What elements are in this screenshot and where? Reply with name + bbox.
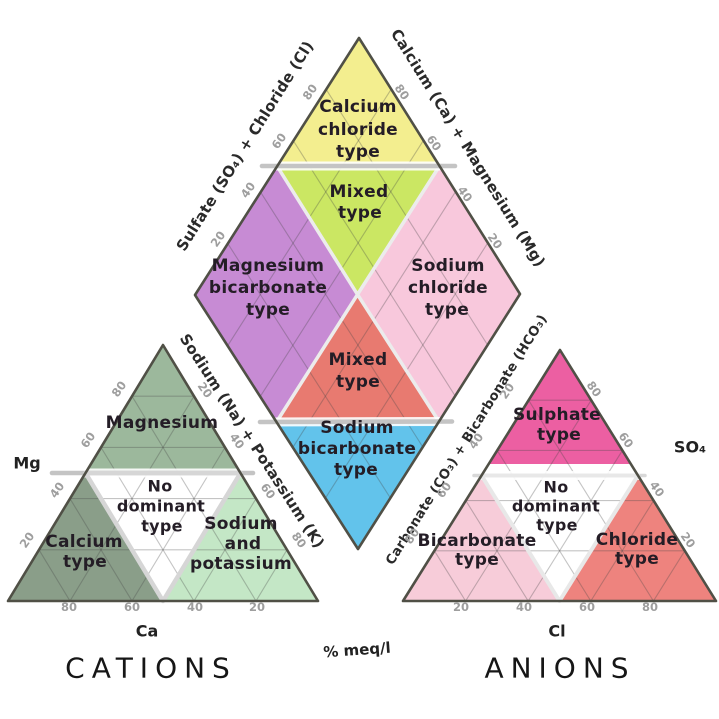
tick: 60 — [78, 429, 99, 450]
grid-line — [131, 395, 257, 601]
label-mixed-upper: Mixed — [330, 182, 389, 202]
anions-title: ANIONS — [484, 652, 635, 685]
divider-bar-lower — [257, 419, 455, 425]
mixed-lower-border — [275, 291, 441, 423]
anion-outline — [401, 348, 718, 603]
label-mixed-upper: type — [338, 203, 382, 223]
label-no-dominant-anion: dominant — [512, 497, 600, 516]
diamond-outline — [193, 36, 522, 551]
label-sodium-chloride: Sodium — [411, 256, 485, 276]
tick: 40 — [516, 600, 532, 614]
label-sodium-potassium: and — [225, 534, 262, 554]
region-chloride-type — [559, 475, 716, 601]
cation-triangle: Magnesium No dominant type Calcium type … — [6, 343, 320, 685]
region-calcium-type — [8, 473, 163, 601]
tick: 60 — [579, 600, 595, 614]
grid-line — [255, 549, 288, 601]
tick: 20 — [249, 600, 265, 614]
region-magnesium — [85, 345, 241, 473]
label-mixed-lower: type — [336, 372, 380, 392]
region-sulphate-type — [489, 350, 631, 464]
label-mixed-lower: Mixed — [329, 350, 388, 370]
label-sodium-potassium: potassium — [190, 554, 292, 574]
region-sodium-potassium — [163, 473, 318, 601]
label-sodium-bicarbonate: bicarbonate — [298, 439, 416, 459]
axis-ca: Ca — [136, 622, 159, 641]
tick: 60 — [269, 130, 290, 151]
label-sodium-bicarbonate: type — [334, 460, 378, 480]
grid-line — [528, 399, 654, 601]
label-sodium-potassium: Sodium — [204, 514, 278, 534]
anion-triangle: Sulphate type No dominant type Bicarbona… — [401, 348, 718, 685]
units-label: % meq/l — [323, 639, 392, 662]
label-calcium-chloride: type — [336, 142, 380, 162]
tick: 80 — [300, 81, 321, 102]
label-magnesium-bicarbonate: Magnesium — [212, 256, 325, 276]
no-dominant-border-cation — [83, 470, 243, 604]
label-sulphate: type — [537, 425, 581, 445]
label-sulphate: Sulphate — [513, 405, 601, 425]
grid-line — [465, 500, 529, 601]
tick: 80 — [61, 600, 77, 614]
region-calcium-chloride-type — [277, 38, 440, 166]
axis-cl: Cl — [548, 622, 565, 641]
label-no-dominant-cation: type — [141, 517, 183, 536]
label-bicarbonate: type — [455, 550, 499, 570]
label-chloride: Chloride — [596, 530, 678, 550]
label-no-dominant-anion: No — [544, 478, 569, 497]
label-calcium-type: type — [63, 552, 107, 572]
label-no-dominant-cation: dominant — [117, 497, 205, 516]
label-calcium-chloride: chloride — [318, 120, 398, 140]
tick: 40 — [238, 179, 259, 200]
grid-line — [193, 498, 257, 601]
grid-line — [465, 399, 592, 601]
cation-outline — [6, 343, 320, 603]
label-bicarbonate: Bicarbonate — [417, 531, 536, 551]
grid-line — [69, 498, 133, 601]
tick: 20 — [453, 600, 469, 614]
no-dominant-border-anion — [479, 473, 640, 603]
tick: 80 — [642, 600, 658, 614]
cations-title: CATIONS — [65, 652, 237, 685]
grid-line — [433, 550, 467, 601]
tick: 20 — [17, 529, 38, 550]
label-magnesium-bicarbonate: type — [246, 300, 290, 320]
region-mixed-type-upper — [277, 166, 440, 295]
grid-line — [38, 549, 71, 601]
label-sodium-bicarbonate: Sodium — [320, 418, 394, 438]
label-chloride: type — [615, 549, 659, 569]
label-magnesium: Magnesium — [106, 413, 219, 433]
label-magnesium-bicarbonate: bicarbonate — [209, 278, 327, 298]
region-bicarbonate-type — [403, 475, 560, 601]
tick: 40 — [187, 600, 203, 614]
grid-line — [69, 395, 195, 601]
label-calcium-type: Calcium — [45, 532, 123, 552]
region-sodium-bicarbonate-type — [276, 421, 439, 549]
label-no-dominant-cation: No — [148, 477, 173, 496]
tick: 40 — [47, 479, 68, 500]
axis-so4: SO₄ — [674, 438, 706, 457]
label-calcium-chloride: Calcium — [319, 97, 397, 117]
grid-line — [590, 500, 655, 601]
label-sodium-chloride: chloride — [408, 278, 488, 298]
region-mixed-type-lower — [276, 294, 439, 422]
axis-mg: Mg — [13, 454, 40, 473]
tick: 80 — [109, 378, 130, 399]
label-sodium-chloride: type — [425, 300, 469, 320]
tick: 60 — [124, 600, 140, 614]
label-no-dominant-anion: type — [536, 516, 578, 535]
region-no-dominant-cation — [85, 473, 241, 601]
grid-line — [652, 550, 686, 601]
region-no-dominant-anion — [481, 475, 638, 601]
